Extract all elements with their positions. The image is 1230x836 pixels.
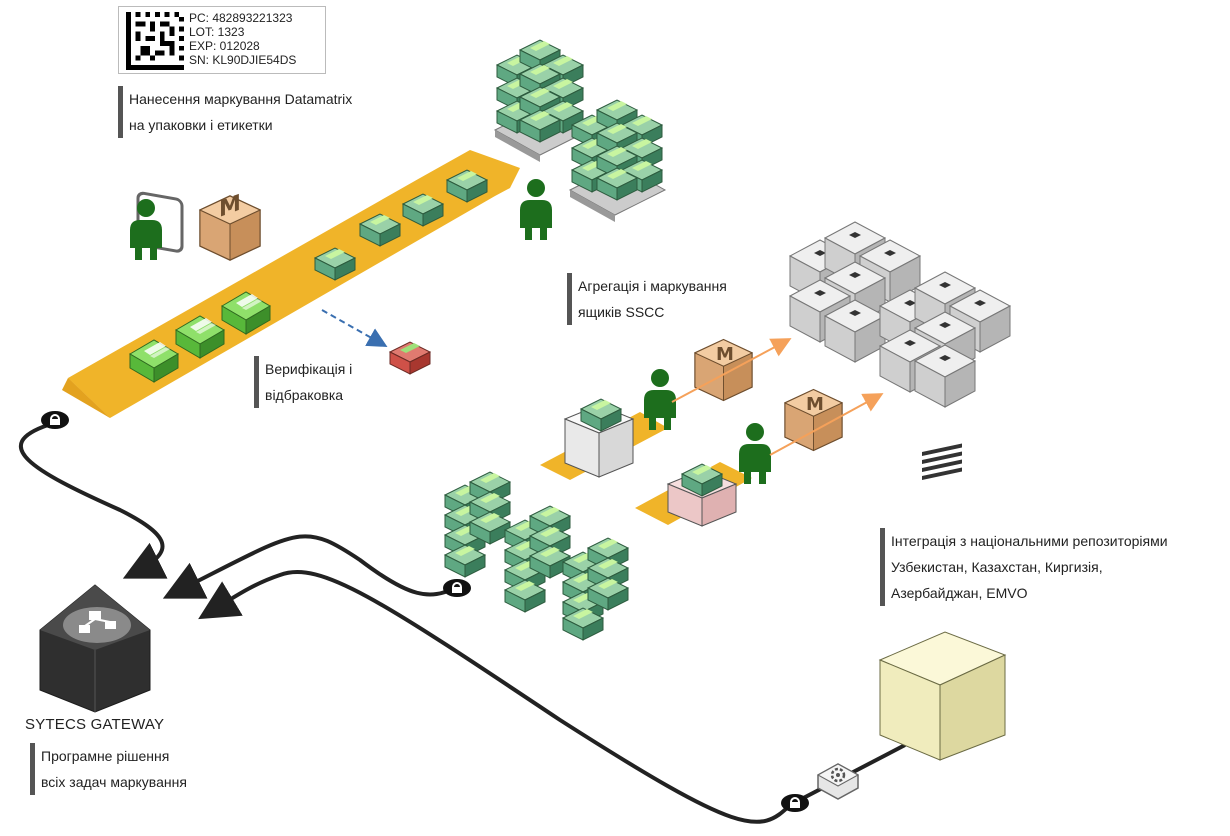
flow-arrow — [769, 393, 884, 456]
label-lot: LOT: 1323 — [189, 25, 245, 39]
network-icon — [79, 611, 116, 633]
marked-case-icon: M — [199, 190, 261, 261]
flow-line-aggregation-to-gateway — [162, 534, 456, 599]
flow-arrow — [671, 338, 792, 403]
pack-stack-bottom — [444, 471, 629, 641]
gateway-title: SYTECS GATEWAY — [25, 716, 165, 733]
verification-caption: Верифікація і відбраковка — [254, 356, 352, 408]
datamatrix-label: PC: 482893221323 LOT: 1323 EXP: 012028 S… — [118, 6, 326, 74]
datamatrix-code-icon — [126, 12, 184, 70]
lock-icon — [442, 578, 472, 598]
rejected-pack — [388, 341, 432, 375]
reject-arrow — [321, 309, 388, 347]
box-letter: M — [716, 344, 734, 365]
gear-icon — [816, 763, 860, 800]
integration-caption: Інтеграція з національними репозиторіями… — [880, 528, 1168, 606]
sscc-box-cluster — [789, 221, 1011, 408]
label-sn: SN: KL90DJIE54DS — [189, 53, 297, 67]
lock-icon — [40, 410, 70, 430]
box-letter: M — [806, 394, 824, 415]
gateway-hub — [39, 584, 151, 713]
box-letter: M — [219, 190, 241, 223]
national-repository-server — [878, 443, 1007, 761]
pallet-stack-top — [493, 39, 667, 222]
label-pc: PC: 482893221323 — [189, 11, 293, 25]
flow-line-repository-to-gateway — [198, 570, 792, 824]
lock-icon — [780, 793, 810, 813]
aggregation-case-white — [563, 398, 635, 478]
aggregation-caption: Агрегація і маркування ящиків SSCC — [567, 273, 727, 325]
gateway-caption: Програмне рішення всіх задач маркування — [30, 743, 187, 795]
flow-line-conveyor-to-gateway — [18, 423, 168, 579]
worker-icon — [520, 179, 552, 240]
label-exp: EXP: 012028 — [189, 39, 260, 53]
operator-workstation — [130, 191, 184, 260]
aggregation-case-pink — [666, 463, 738, 527]
marking-caption: Нанесення маркування Datamatrix на упако… — [118, 86, 352, 138]
